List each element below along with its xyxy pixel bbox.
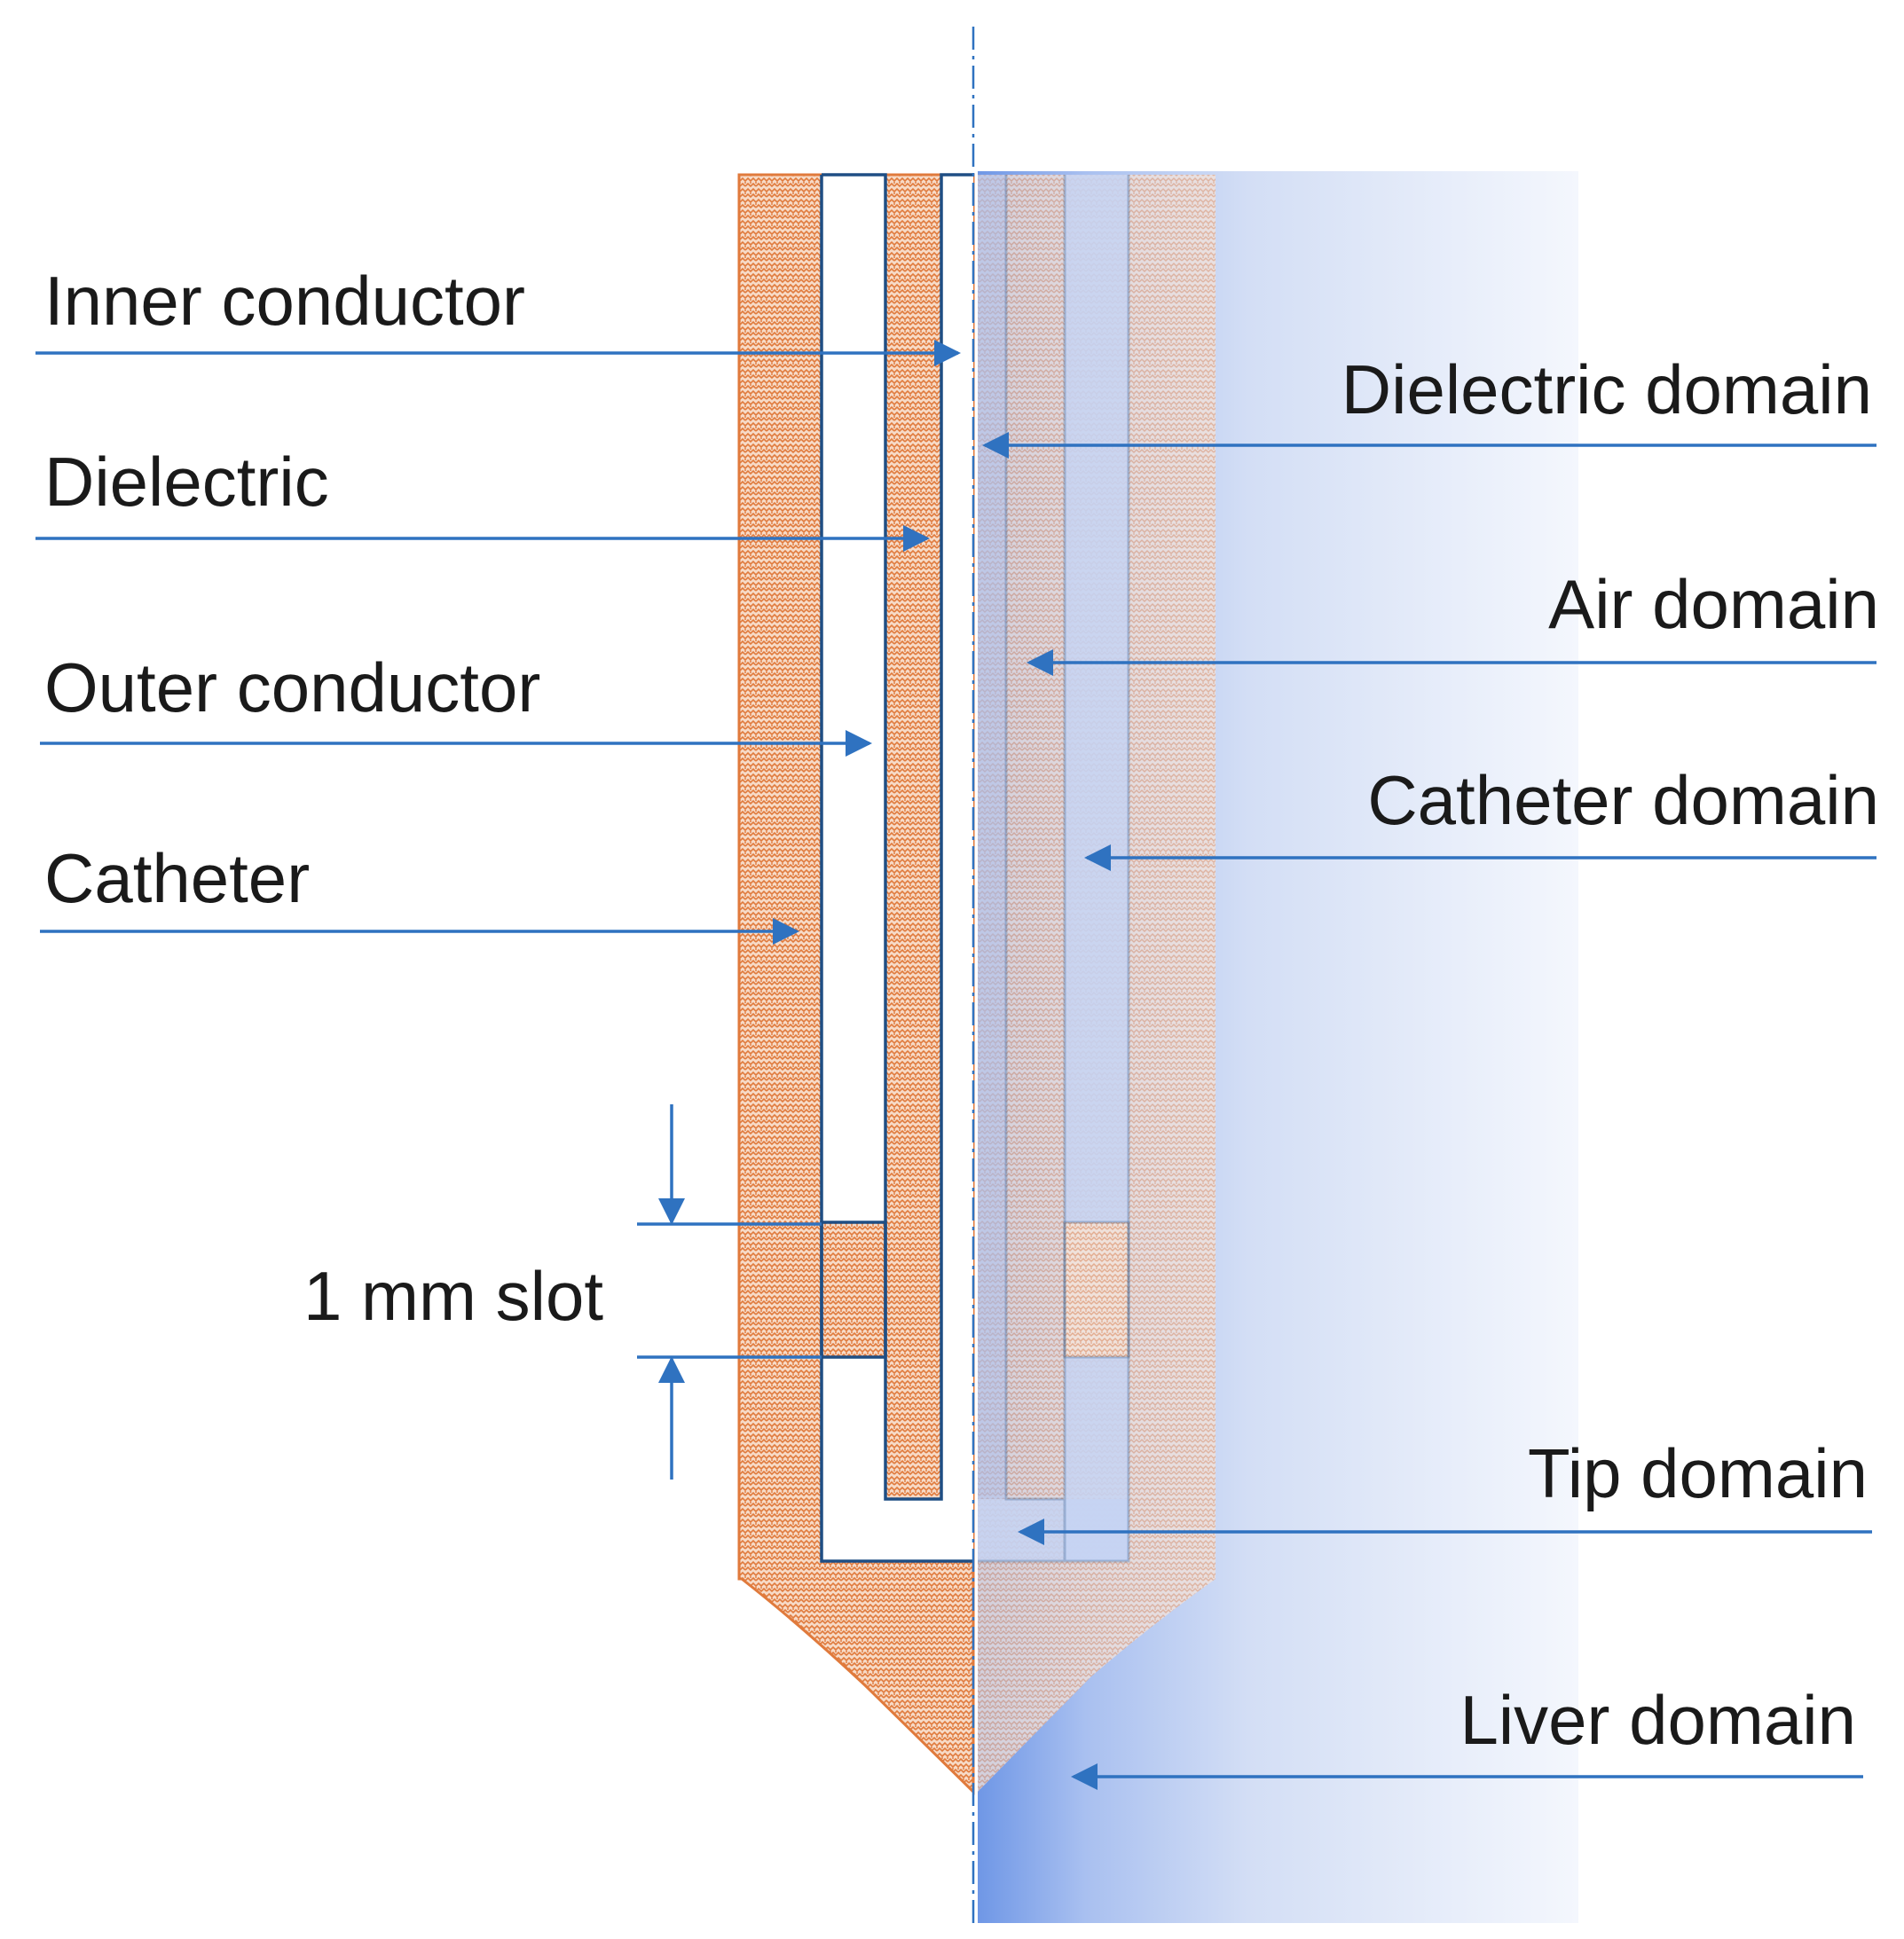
outer-conductor-outline: [820, 173, 973, 1563]
domain-outline: [978, 175, 1130, 1563]
dielectric-domain-strip: [978, 175, 1006, 1499]
label-air-domain: Air domain: [1548, 565, 1879, 643]
label-dielectric-domain: Dielectric domain: [1341, 350, 1872, 428]
label-slot: 1 mm slot: [303, 1257, 603, 1335]
slot-domain-outline: [1063, 1221, 1130, 1359]
inner-conductor-channel: [941, 175, 973, 1561]
domain-right-half: [978, 171, 1578, 1923]
label-inner-conductor: Inner conductor: [44, 262, 525, 340]
tip-gap: [822, 1499, 973, 1561]
label-dielectric: Dielectric: [44, 443, 329, 521]
slot-domain: [1065, 1222, 1129, 1357]
antenna-left-half: [737, 173, 975, 1795]
slot-outline: [820, 1221, 887, 1359]
slot-region: [822, 1222, 885, 1357]
label-catheter: Catheter: [44, 839, 310, 917]
tip-domain-region: [978, 1499, 1129, 1561]
label-catheter-domain: Catheter domain: [1367, 761, 1879, 839]
label-outer-conductor: Outer conductor: [44, 648, 540, 726]
label-liver-domain: Liver domain: [1459, 1681, 1856, 1759]
label-tip-domain: Tip domain: [1528, 1434, 1868, 1512]
